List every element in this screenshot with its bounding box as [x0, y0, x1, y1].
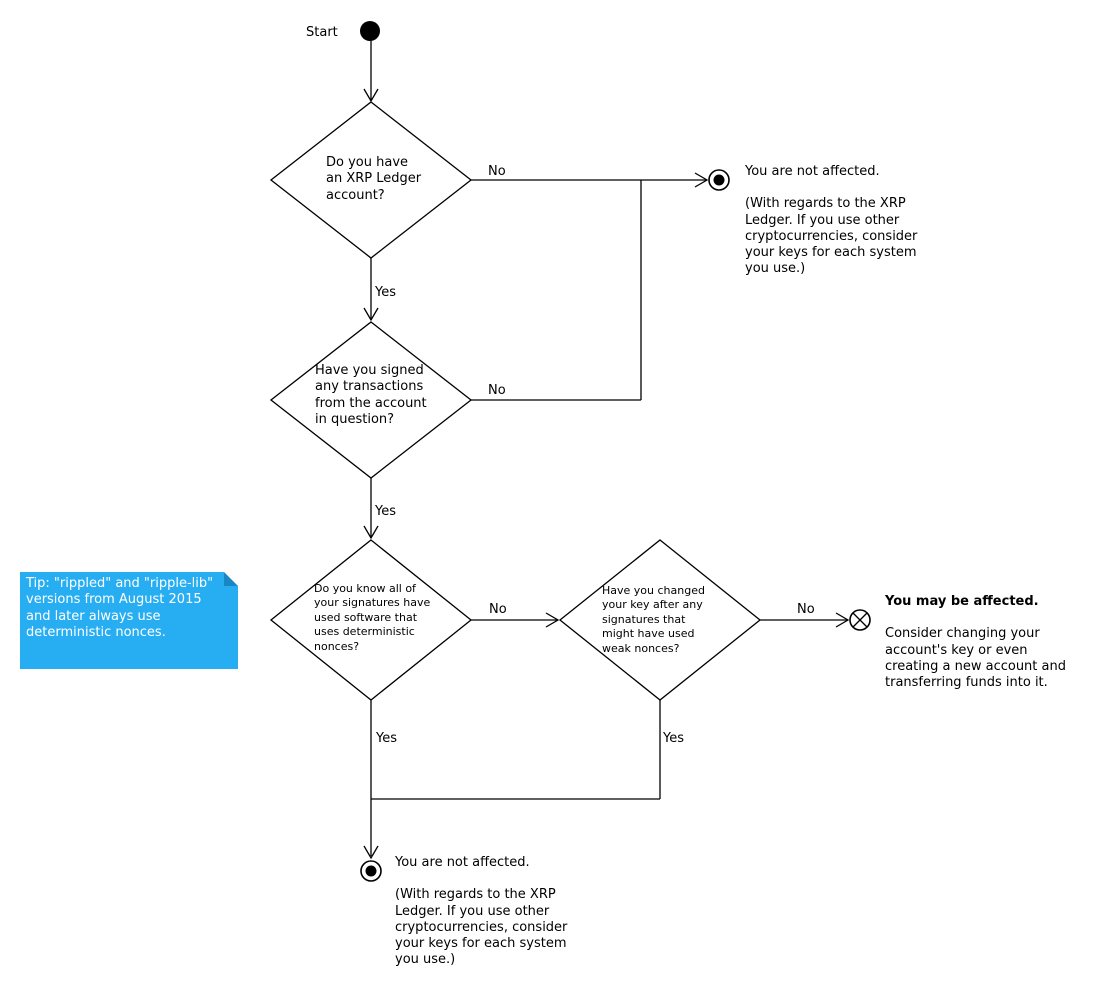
edge-label-d4-yes: Yes — [663, 731, 684, 746]
outcome-title: You are not affected. — [745, 164, 880, 179]
decision-4-line: signatures that — [602, 612, 686, 626]
decision-1-line: an XRP Ledger — [326, 171, 422, 187]
arrowhead-into-d2 — [363, 307, 379, 322]
outcome-line: creating a new account and — [885, 658, 1066, 674]
outcome-paragraph: Consider changing your account's key or … — [885, 626, 1066, 691]
decision-3-line: Do you know all of — [314, 582, 416, 595]
decision-2-line: any transactions — [315, 379, 424, 395]
outcome-line: cryptocurrencies, consider — [395, 919, 568, 935]
decision-3-line: nonces? — [314, 639, 360, 653]
edge-label-d2-no: No — [488, 383, 506, 398]
arrowhead-into-d1 — [363, 88, 379, 103]
decision-3-line: used software that — [314, 610, 418, 624]
outcome-line: (With regards to the XRP — [745, 196, 906, 212]
outcome-line: (With regards to the XRP — [395, 887, 556, 903]
tip-note-line: and later always use — [26, 608, 161, 624]
tip-note-line: deterministic nonces. — [26, 625, 166, 641]
decision-2-line: Have you signed — [315, 363, 424, 378]
edge-label-d3-no: No — [489, 602, 507, 617]
outcome-line: Ledger. If you use other — [395, 903, 550, 919]
outcome-line: your keys for each system — [745, 245, 917, 261]
arrowhead-into-final-top — [694, 172, 709, 188]
arrowhead-into-flow-final — [835, 612, 850, 628]
outcome-may-be-affected: You may be affected. Consider changing y… — [885, 594, 1066, 691]
outcome-not-affected-top: You are not affected. (With regards to t… — [745, 164, 917, 278]
arrowhead-into-d4 — [545, 612, 560, 628]
outcome-line: account's key or even — [885, 642, 1028, 658]
decision-3-line: uses deterministic — [314, 625, 415, 639]
tip-note-line: Tip: "rippled" and "ripple-lib" — [26, 576, 214, 591]
decision-4-line: Have you changed — [602, 584, 705, 597]
decision-1-text: Do you have an XRP Ledger account? — [326, 155, 421, 204]
edge-label-d3-yes: Yes — [376, 731, 397, 746]
tip-note-line: versions from August 2015 — [26, 592, 202, 608]
outcome-title: You may be affected. — [885, 594, 1039, 609]
arrowhead-into-d3 — [363, 525, 379, 540]
decision-1-line: Do you have — [326, 155, 409, 170]
arrowhead-into-final-bottom — [363, 845, 379, 860]
start-label: Start — [306, 25, 338, 40]
start-node — [360, 21, 380, 41]
outcome-paragraph: (With regards to the XRP Ledger. If you … — [395, 887, 567, 968]
decision-4-line: might have used — [602, 627, 695, 641]
flow-final-node-x2 — [852, 612, 868, 628]
decision-2-line: in question? — [315, 411, 395, 427]
outcome-line: Consider changing your — [885, 626, 1040, 642]
outcome-line: Ledger. If you use other — [745, 212, 900, 228]
outcome-line: you use.) — [395, 952, 456, 968]
outcome-line: transferring funds into it. — [885, 675, 1048, 691]
edge-label-d1-no: No — [488, 164, 506, 179]
decision-3-text: Do you know all of your signatures have … — [314, 582, 430, 654]
decision-4-text: Have you changed your key after any sign… — [602, 584, 705, 656]
edge-label-d2-yes: Yes — [375, 504, 396, 519]
decision-3-line: your signatures have — [314, 596, 431, 610]
outcome-line: you use.) — [745, 261, 806, 277]
decision-2-text: Have you signed any transactions from th… — [315, 363, 427, 428]
outcome-not-affected-bottom: You are not affected. (With regards to t… — [395, 855, 567, 969]
outcome-line: cryptocurrencies, consider — [745, 228, 918, 244]
outcome-title: You are not affected. — [395, 855, 530, 870]
edge-label-d4-no: No — [797, 602, 815, 617]
decision-4-line: your key after any — [602, 598, 703, 612]
decision-1-line: account? — [326, 187, 385, 203]
edge-label-d1-yes: Yes — [375, 285, 396, 300]
outcome-line: your keys for each system — [395, 936, 567, 952]
decision-4-line: weak nonces? — [602, 641, 680, 655]
final-node-top-inner — [713, 174, 725, 186]
final-node-bottom-inner — [365, 865, 377, 877]
decision-2-line: from the account — [315, 395, 427, 411]
tip-note: Tip: "rippled" and "ripple-lib" versions… — [20, 572, 238, 669]
outcome-paragraph: (With regards to the XRP Ledger. If you … — [745, 196, 917, 277]
